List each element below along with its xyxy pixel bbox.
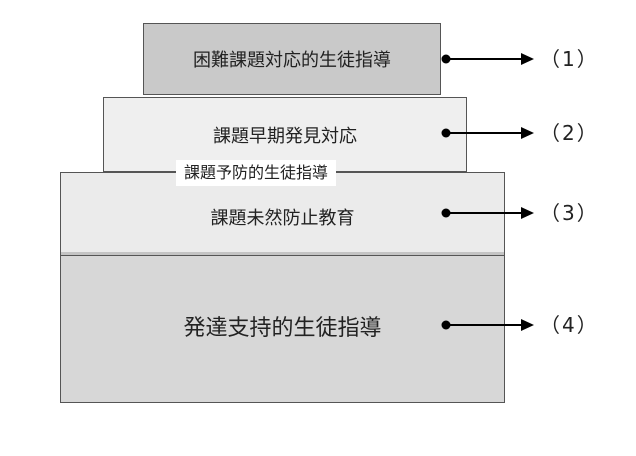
tier-2-label: 課題早期発見対応 (213, 126, 357, 147)
tier-1-box: 困難課題対応的生徒指導 (143, 23, 441, 95)
tier-1-label: 困難課題対応的生徒指導 (193, 50, 391, 71)
tier-3-label: 課題未然防止教育 (210, 208, 355, 229)
arrow-4-icon (441, 318, 535, 332)
arrow-2-icon (441, 126, 535, 140)
tier-1-tag: （1） (540, 47, 599, 71)
arrow-1-icon (441, 52, 535, 66)
tier-3-box: 課題未然防止教育 (60, 172, 505, 256)
tier-4-box: 発達支持的生徒指導 (60, 255, 505, 403)
arrow-3-icon (441, 206, 535, 220)
tier-3-tag: （3） (540, 201, 599, 225)
tier-3-bottom-divider (61, 252, 504, 255)
tier-4-tag: （4） (540, 313, 599, 337)
tier-2-box: 課題早期発見対応 (103, 97, 467, 172)
group-label-preventive: 課題予防的生徒指導 (176, 160, 337, 186)
tier-4-label: 発達支持的生徒指導 (183, 316, 382, 341)
tier-2-tag: （2） (540, 121, 599, 145)
